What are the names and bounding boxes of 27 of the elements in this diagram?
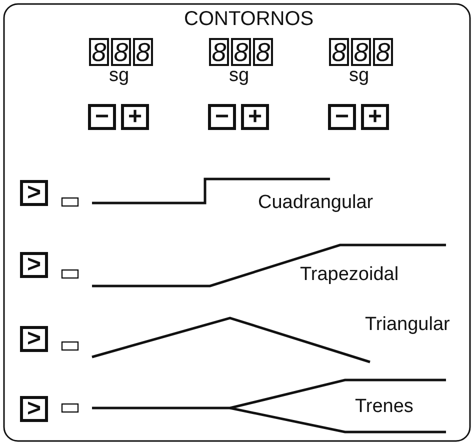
minus-button: − — [208, 104, 236, 130]
seven-segment-digit: 8 — [373, 38, 393, 66]
unit-label: sg — [109, 65, 130, 87]
plus-button: + — [361, 104, 389, 130]
waveform-label: Cuadrangular — [258, 192, 374, 214]
minus-button: − — [88, 104, 116, 130]
waveform-label: Triangular — [365, 314, 450, 336]
seven-segment-digit: 8 — [253, 38, 273, 66]
select-button: > — [20, 326, 48, 352]
select-button: > — [20, 396, 48, 422]
select-button: > — [20, 180, 48, 206]
plus-button: + — [241, 104, 269, 130]
unit-label: sg — [229, 65, 250, 87]
seven-segment-digit: 8 — [133, 38, 153, 66]
plus-button: + — [121, 104, 149, 130]
seven-segment-digit: 8 — [329, 38, 349, 66]
seven-segment-digit: 8 — [231, 38, 251, 66]
select-button: > — [20, 252, 48, 278]
seven-segment-digit: 8 — [351, 38, 371, 66]
waveform-label: Trapezoidal — [300, 264, 399, 286]
unit-label: sg — [349, 65, 370, 87]
seven-segment-digit: 8 — [209, 38, 229, 66]
seven-segment-digit: 8 — [111, 38, 131, 66]
minus-button: − — [328, 104, 356, 130]
panel-title: CONTORNOS — [184, 8, 314, 30]
waveform-label: Trenes — [355, 396, 414, 418]
seven-segment-digit: 8 — [89, 38, 109, 66]
